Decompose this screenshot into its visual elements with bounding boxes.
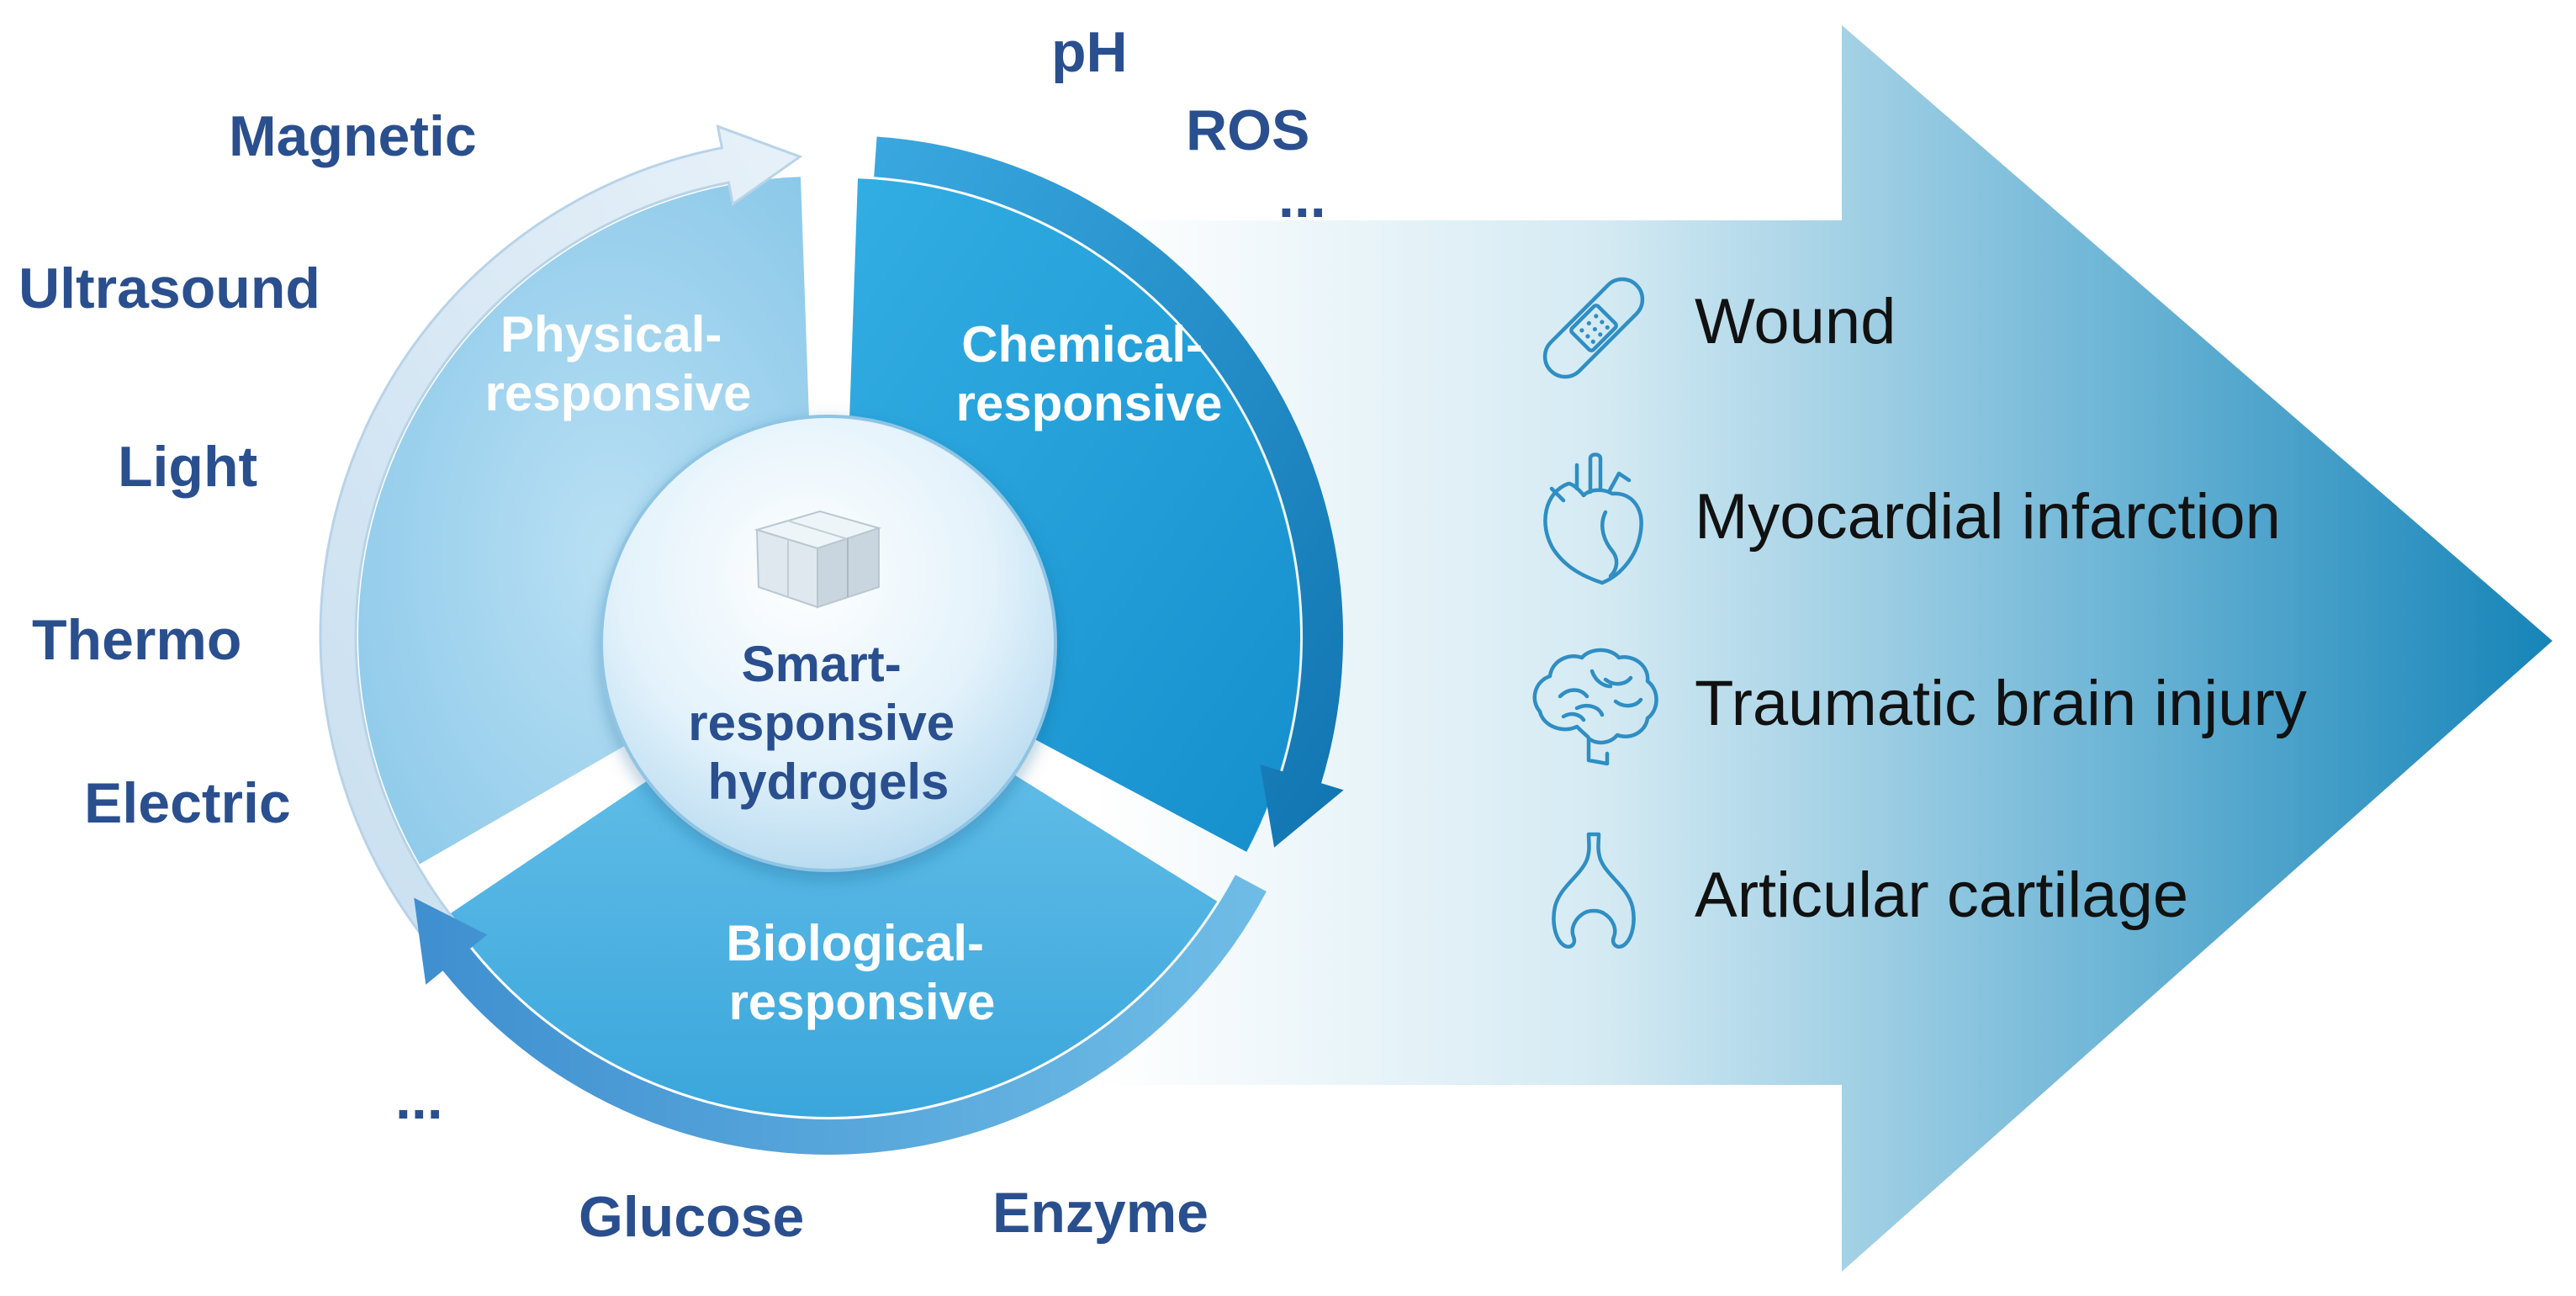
- stimulus-glucose: Glucose: [579, 1185, 804, 1249]
- application-myocardial: Myocardial infarction: [1543, 452, 2281, 585]
- application-wound: Wound: [1542, 277, 1896, 379]
- biological-arc-arrow: [414, 875, 1267, 1155]
- biological-responsive-segment: [448, 659, 1218, 1118]
- stimulus-biological-ellipsis: ...: [395, 1067, 443, 1131]
- application-cartilage: Articular cartilage: [1552, 832, 2188, 949]
- stimulus-enzyme: Enzyme: [992, 1181, 1209, 1245]
- stimulus-electric: Electric: [84, 771, 291, 835]
- heart-icon: [1543, 452, 1643, 585]
- biological-segment-label: Biological- responsive: [726, 915, 997, 1030]
- brain-icon: [1532, 648, 1658, 766]
- chemical-segment-label: Chemical- responsive: [956, 316, 1223, 431]
- application-label: Traumatic brain injury: [1695, 668, 2307, 739]
- chemical-arc-arrow: [874, 136, 1344, 848]
- center-label: Smart- responsive hydrogels: [688, 636, 969, 810]
- stimulus-ros: ROS: [1186, 98, 1309, 162]
- application-brain: Traumatic brain injury: [1532, 648, 2307, 766]
- hydrogel-cube-icon: [754, 510, 882, 609]
- physical-arc-arrow: [319, 124, 803, 943]
- application-label: Wound: [1695, 286, 1896, 357]
- physical-segment-label: Physical- responsive: [485, 306, 752, 421]
- bandage-icon: [1542, 277, 1645, 379]
- stimulus-ph: pH: [1051, 20, 1128, 84]
- application-label: Myocardial infarction: [1695, 481, 2281, 553]
- joint-icon: [1552, 832, 1636, 949]
- stimulus-ultrasound: Ultrasound: [19, 257, 320, 320]
- stimulus-chemical-ellipsis: ...: [1278, 166, 1326, 230]
- stimulus-thermo: Thermo: [32, 608, 241, 672]
- stimulus-magnetic: Magnetic: [229, 104, 477, 168]
- big-arrow: [1093, 25, 2552, 1272]
- application-label: Articular cartilage: [1695, 860, 2188, 931]
- stimulus-light: Light: [118, 435, 257, 499]
- center-hub: Smart- responsive hydrogels: [600, 415, 1057, 872]
